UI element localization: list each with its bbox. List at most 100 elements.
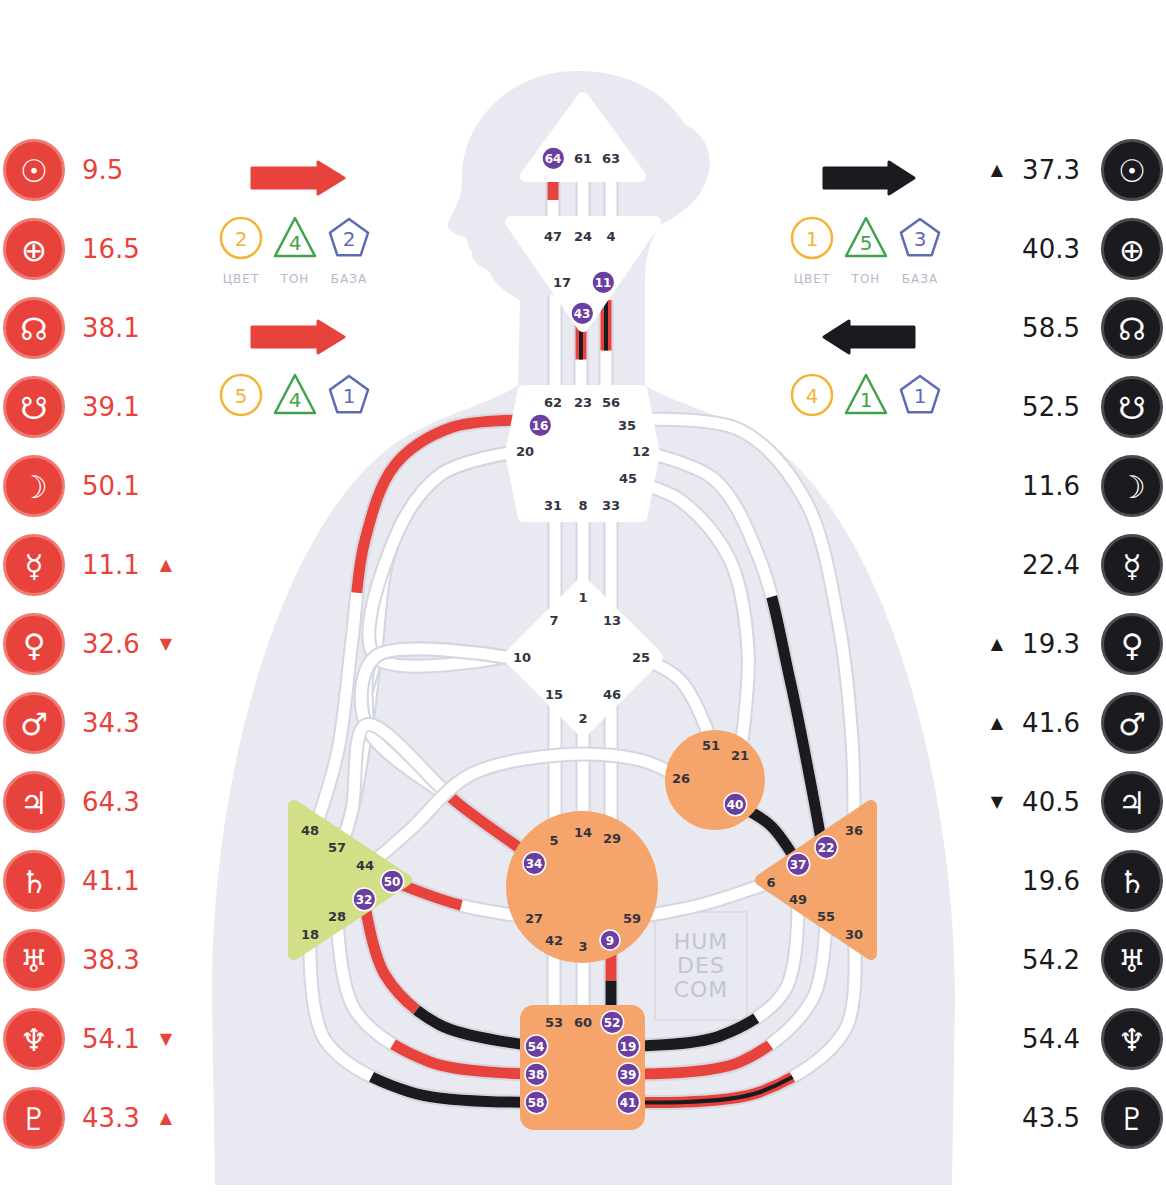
node-fill: [1103, 536, 1162, 595]
channel-border: [548, 295, 563, 392]
activation-value: 38.1: [82, 315, 140, 341]
variable-name: ЦВЕТ: [223, 273, 259, 285]
node-fill: [5, 141, 64, 200]
gate-badge: 32: [352, 887, 377, 912]
channel: [645, 452, 822, 845]
channel-path: [645, 452, 822, 845]
variable-digit: 2: [235, 229, 248, 249]
gate-number: 43: [574, 308, 591, 320]
gate-number: 51: [702, 739, 720, 752]
channel: [583, 515, 584, 585]
activation-value: 39.1: [82, 394, 140, 420]
gate-number: 5: [549, 834, 558, 847]
variable-marker: 5: [843, 215, 889, 261]
node-fill: [5, 457, 64, 516]
activation-value: 50.1: [82, 473, 140, 499]
channel-path: [369, 452, 515, 666]
channel-path: [601, 300, 612, 392]
gate-number: 15: [545, 688, 563, 701]
node-fill: [525, 1091, 548, 1114]
planet-glyph: ♂: [1118, 709, 1146, 740]
node-fill: [525, 1063, 548, 1086]
gate-number: 61: [574, 152, 592, 165]
gate-number: 22: [818, 842, 835, 854]
node-fill: [1103, 852, 1162, 911]
fixing-marker: ▲: [991, 715, 1003, 731]
gate-badge: 64: [541, 146, 566, 171]
channel-path: [550, 515, 561, 612]
planet-glyph: ♃: [20, 788, 48, 819]
channel: [628, 899, 798, 1046]
variable-digit: 1: [914, 386, 927, 406]
node-fill: [5, 694, 64, 753]
node-fill: [600, 930, 620, 950]
node-fill: [275, 375, 315, 413]
fixing-marker: ▼: [160, 636, 172, 652]
planet-icon: ♇: [1101, 1087, 1163, 1149]
node-fill: [601, 1011, 624, 1034]
gate-badge: 34: [522, 851, 547, 876]
planet-glyph: ☽: [1118, 472, 1146, 503]
planet-icon: ♃: [1101, 771, 1163, 833]
node-fill: [5, 852, 64, 911]
variable-marker: 1: [843, 372, 889, 418]
node-fill: [846, 218, 886, 256]
channel-border: [628, 916, 826, 1074]
channel-activation: [628, 899, 798, 1046]
channel-activation: [628, 934, 855, 1102]
variable-digit: 2: [343, 229, 356, 249]
variable-digit: 4: [806, 386, 819, 406]
channel-path: [364, 899, 536, 1046]
node-fill: [901, 219, 939, 255]
activation-value: 58.5: [1022, 315, 1080, 341]
channel: [555, 700, 556, 830]
planet-glyph: ☉: [20, 156, 48, 187]
planet-icon: ☿: [3, 534, 65, 596]
gate-number: 33: [602, 499, 620, 512]
energy-center: 622356352012453183316: [505, 385, 660, 522]
planet-icon: ♃: [3, 771, 65, 833]
energy-center: 536052541938395841: [520, 1005, 645, 1130]
variable-name: БАЗА: [331, 273, 367, 285]
variable-digit: 5: [235, 386, 248, 406]
planet-icon: ☊: [3, 297, 65, 359]
activation-value: 40.3: [1022, 236, 1080, 262]
variable-digit: 1: [343, 386, 356, 406]
channel: [628, 916, 826, 1074]
planet-icon: ☊: [1101, 297, 1163, 359]
planet-glyph: ☉: [1118, 156, 1146, 187]
channel-activation: [364, 899, 536, 1046]
variable-name: БАЗА: [902, 273, 938, 285]
energy-center: 48574428185032: [288, 800, 412, 960]
planet-icon: ♆: [3, 1008, 65, 1070]
gate-number: 52: [604, 1017, 621, 1029]
node-outline: [520, 92, 646, 182]
gate-badge: 52: [600, 1010, 625, 1035]
planet-icon: ☋: [3, 376, 65, 438]
node-fill: [665, 730, 765, 830]
channel-path: [628, 899, 798, 1046]
gate-number: 41: [620, 1097, 637, 1109]
planet-icon: ♅: [3, 929, 65, 991]
planet-icon: ⊕: [3, 218, 65, 280]
node-fill: [330, 376, 368, 412]
body-silhouette: [212, 71, 955, 1185]
planet-glyph: ☿: [24, 551, 43, 582]
node-fill: [520, 1005, 645, 1130]
variable-marker: 1: [897, 372, 943, 418]
node-fill: [529, 414, 552, 437]
energy-center: 1713102515462: [503, 577, 663, 737]
watermark: HUM DES COM: [674, 930, 729, 1003]
channel-path: [310, 934, 536, 1102]
fixing-marker: ▲: [160, 1110, 172, 1126]
activation-value: 19.3: [1022, 631, 1080, 657]
planet-icon: ♇: [3, 1087, 65, 1149]
channel: [555, 295, 556, 392]
fixing-marker: ▲: [991, 636, 1003, 652]
node-fill: [1103, 220, 1162, 279]
personality-arrow: [824, 321, 914, 353]
activation-value: 54.1: [82, 1026, 140, 1052]
gate-number: 18: [301, 928, 319, 941]
node-fill: [5, 1010, 64, 1069]
